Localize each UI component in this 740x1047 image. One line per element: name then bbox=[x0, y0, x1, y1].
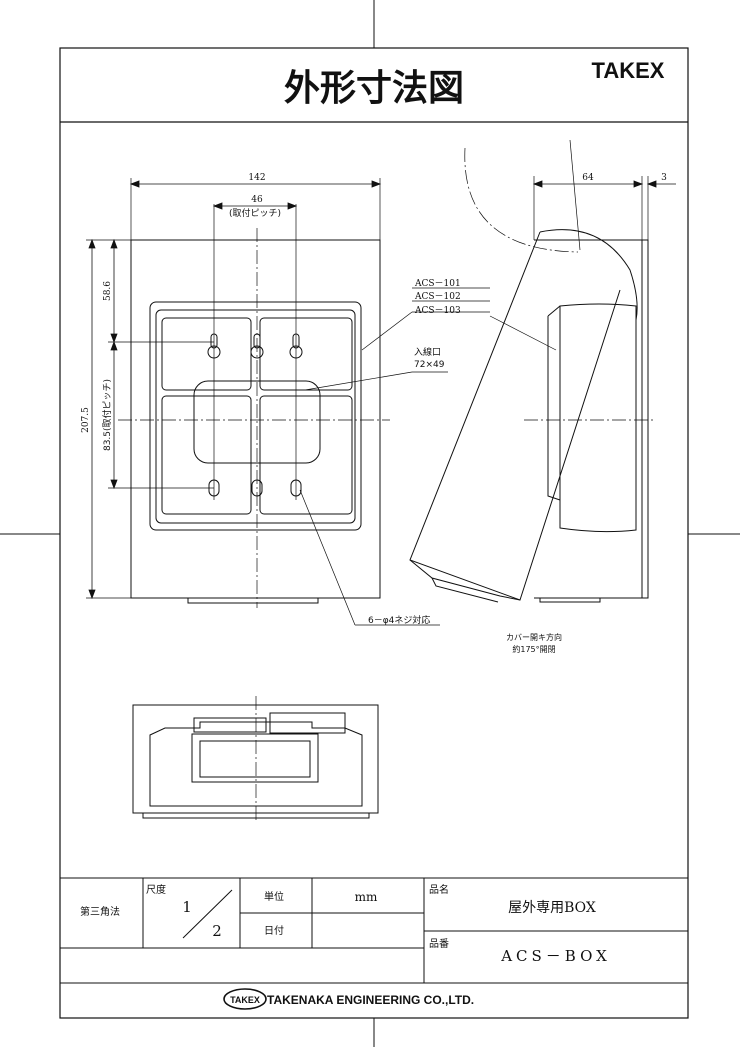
sheet-border bbox=[59, 47, 689, 1019]
side-view bbox=[409, 139, 656, 603]
company-name: TAKENAKA ENGINEERING CO.,LTD. bbox=[267, 993, 474, 1007]
open-angle-note: 約175°開閉 bbox=[512, 644, 555, 654]
unit-label: 単位 bbox=[264, 890, 284, 903]
dim-top-offset: 58.6 bbox=[103, 281, 113, 301]
dim-pitch-note: (取付ピッチ) bbox=[229, 208, 281, 219]
open-direction-note: カバー開キ方向 bbox=[506, 632, 562, 642]
model-3: ACS－103 bbox=[414, 306, 461, 316]
dim-depth: 64 bbox=[582, 173, 594, 183]
cable-inlet-size: 72×49 bbox=[414, 360, 445, 370]
number-label: 品番 bbox=[429, 938, 449, 950]
front-dimensions bbox=[88, 180, 382, 600]
front-view bbox=[86, 178, 390, 608]
cable-inlet-label: 入線口 bbox=[414, 346, 441, 358]
page-title: 外形寸法図 bbox=[284, 68, 464, 109]
company-logo-mark: TAKEX bbox=[230, 995, 260, 1005]
projection-label: 第三角法 bbox=[80, 905, 120, 918]
dim-vertical-pitch: 83.5(取付ピッチ) bbox=[102, 379, 113, 451]
screw-note: 6－φ4ネジ対応 bbox=[368, 614, 430, 626]
name-label: 品名 bbox=[429, 883, 449, 896]
company-logo: TAKEX bbox=[223, 988, 267, 1010]
dim-back: 3 bbox=[661, 173, 667, 183]
model-1: ACS－101 bbox=[414, 279, 461, 289]
dim-width: 142 bbox=[248, 173, 265, 183]
scale-denominator: 2 bbox=[212, 922, 222, 940]
front-leaders bbox=[299, 311, 490, 626]
dim-height: 207.5 bbox=[81, 407, 91, 433]
side-dimensions bbox=[532, 180, 676, 188]
bottom-view bbox=[132, 696, 379, 820]
model-2: ACS－102 bbox=[414, 292, 461, 302]
date-label: 日付 bbox=[264, 924, 284, 937]
dim-pitch: 46 bbox=[251, 195, 263, 205]
scale-label: 尺度 bbox=[146, 883, 166, 896]
brand-logo: TAKEX bbox=[592, 58, 665, 83]
title-block-grid bbox=[60, 877, 688, 984]
name-value: 屋外専用BOX bbox=[508, 900, 596, 916]
number-value: ACS－BOX bbox=[500, 947, 611, 965]
model-leaders bbox=[412, 287, 557, 351]
unit-value: mm bbox=[355, 890, 378, 904]
scale-numerator: 1 bbox=[182, 898, 192, 916]
